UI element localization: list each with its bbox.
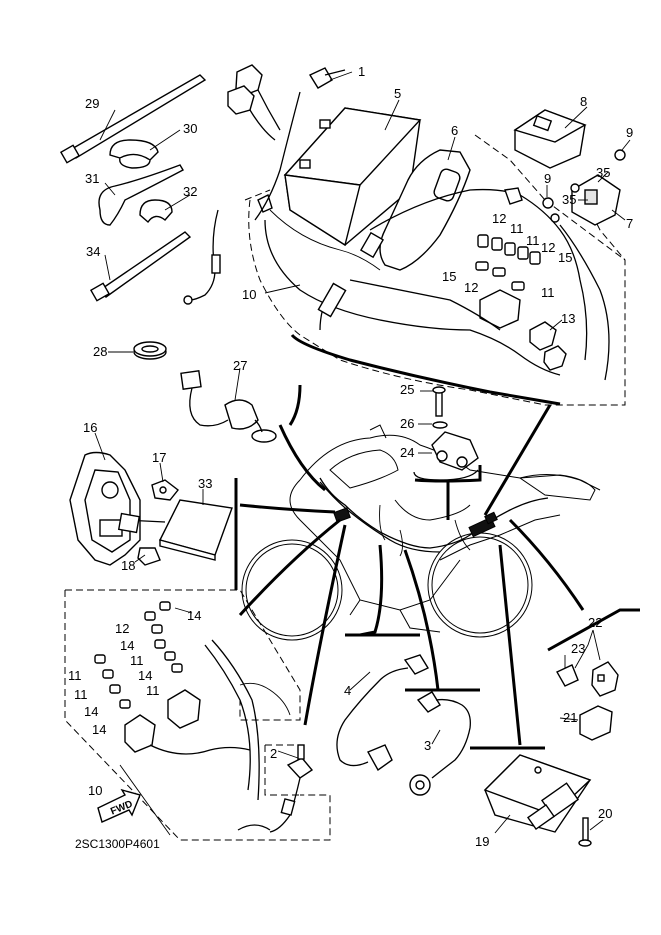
part-label-3: 3 — [424, 738, 431, 753]
part-label-11e: 11 — [146, 683, 160, 698]
part-label-9a: 9 — [626, 125, 633, 140]
part-label-29: 29 — [85, 96, 99, 111]
part-label-32: 32 — [183, 184, 197, 199]
dc-socket-27 — [180, 370, 277, 443]
part-label-6: 6 — [451, 123, 458, 138]
part-label-14c: 14 — [138, 668, 152, 683]
ecu-19 — [483, 754, 592, 833]
grommet-28 — [133, 341, 167, 360]
part-label-4: 4 — [344, 683, 351, 698]
part-label-11g: 11 — [74, 687, 88, 702]
relay — [513, 109, 587, 169]
bolt-20 — [578, 817, 592, 847]
part-label-8: 8 — [580, 94, 587, 109]
part-label-26: 26 — [400, 416, 414, 431]
clamp-30 — [109, 139, 159, 169]
part-label-12a: 12 — [492, 211, 506, 226]
part-label-15b: 15 — [558, 250, 572, 265]
part-label-10a: 10 — [242, 287, 256, 302]
part-label-14b: 14 — [120, 638, 134, 653]
part-label-23: 23 — [571, 641, 585, 656]
part-label-2: 2 — [270, 746, 277, 761]
part-label-19: 19 — [475, 834, 489, 849]
part-label-35b: 35 — [562, 192, 576, 207]
cable-tie-29 — [59, 74, 207, 164]
part-label-18: 18 — [121, 558, 135, 573]
part-label-12b: 12 — [541, 240, 555, 255]
part-label-27: 27 — [233, 358, 247, 373]
ground-lead — [183, 209, 221, 305]
part-label-11d: 11 — [130, 653, 144, 668]
part-label-11b: 11 — [526, 233, 540, 248]
holder-17 — [151, 479, 179, 501]
top-connectors — [227, 64, 281, 141]
clamp-31 — [98, 164, 184, 226]
battery-band — [379, 149, 471, 271]
motorcycle-outline — [241, 424, 601, 641]
part-label-14d: 14 — [84, 704, 98, 719]
cable-tie-34 — [89, 231, 192, 302]
sensor-4 — [336, 654, 430, 772]
part-label-22: 22 — [588, 615, 602, 630]
callout-lines — [234, 384, 640, 750]
cover-16 — [69, 451, 166, 566]
part-label-15a: 15 — [442, 269, 456, 284]
connector-21 — [579, 705, 613, 741]
bolt-18 — [137, 547, 161, 566]
connector-23 — [556, 664, 579, 687]
part-label-28: 28 — [93, 344, 107, 359]
connector-22 — [591, 661, 619, 697]
part-label-33: 33 — [198, 476, 212, 491]
main-wire-harness — [319, 477, 549, 557]
part-label-11c: 11 — [541, 285, 555, 300]
manual-33 — [158, 499, 233, 561]
part-label-35a: 35 — [596, 165, 610, 180]
sensor-bracket-24 — [413, 386, 479, 481]
part-label-30: 30 — [183, 121, 197, 136]
part-label-12c: 12 — [464, 280, 478, 295]
diagram-code: 2SC1300P4601 — [75, 837, 160, 851]
sensor-3 — [409, 691, 471, 796]
part-label-24: 24 — [400, 445, 414, 460]
starter-relay — [542, 149, 626, 226]
forward-arrow: FWD — [97, 788, 141, 823]
clamp-32 — [139, 199, 173, 224]
fuse-set — [475, 234, 541, 291]
part-label-13: 13 — [561, 311, 575, 326]
upper-wiring-group — [244, 107, 626, 406]
part-label-21: 21 — [563, 710, 577, 725]
part-label-20: 20 — [598, 806, 612, 821]
part-number-labels: 1 2 3 4 5 6 7 8 9 9 10 10 11 11 11 11 11… — [68, 64, 633, 849]
part-label-7: 7 — [626, 216, 633, 231]
part-label-11f: 11 — [68, 668, 82, 683]
part-label-1: 1 — [358, 64, 365, 79]
lower-left-group — [64, 589, 331, 841]
battery-cable — [254, 67, 346, 221]
part-label-34: 34 — [86, 244, 100, 259]
part-label-16: 16 — [83, 420, 97, 435]
part-label-10b: 10 — [88, 783, 102, 798]
part-label-14a: 14 — [187, 608, 201, 623]
sensor-2 — [269, 744, 314, 833]
part-label-11a: 11 — [510, 221, 524, 236]
part-label-9b: 9 — [544, 171, 551, 186]
part-label-5: 5 — [394, 86, 401, 101]
part-label-17: 17 — [152, 450, 166, 465]
part-label-25: 25 — [400, 382, 414, 397]
leader-lines — [94, 71, 631, 834]
part-label-14e: 14 — [92, 722, 106, 737]
part-label-31: 31 — [85, 171, 99, 186]
part-label-12d: 12 — [115, 621, 129, 636]
